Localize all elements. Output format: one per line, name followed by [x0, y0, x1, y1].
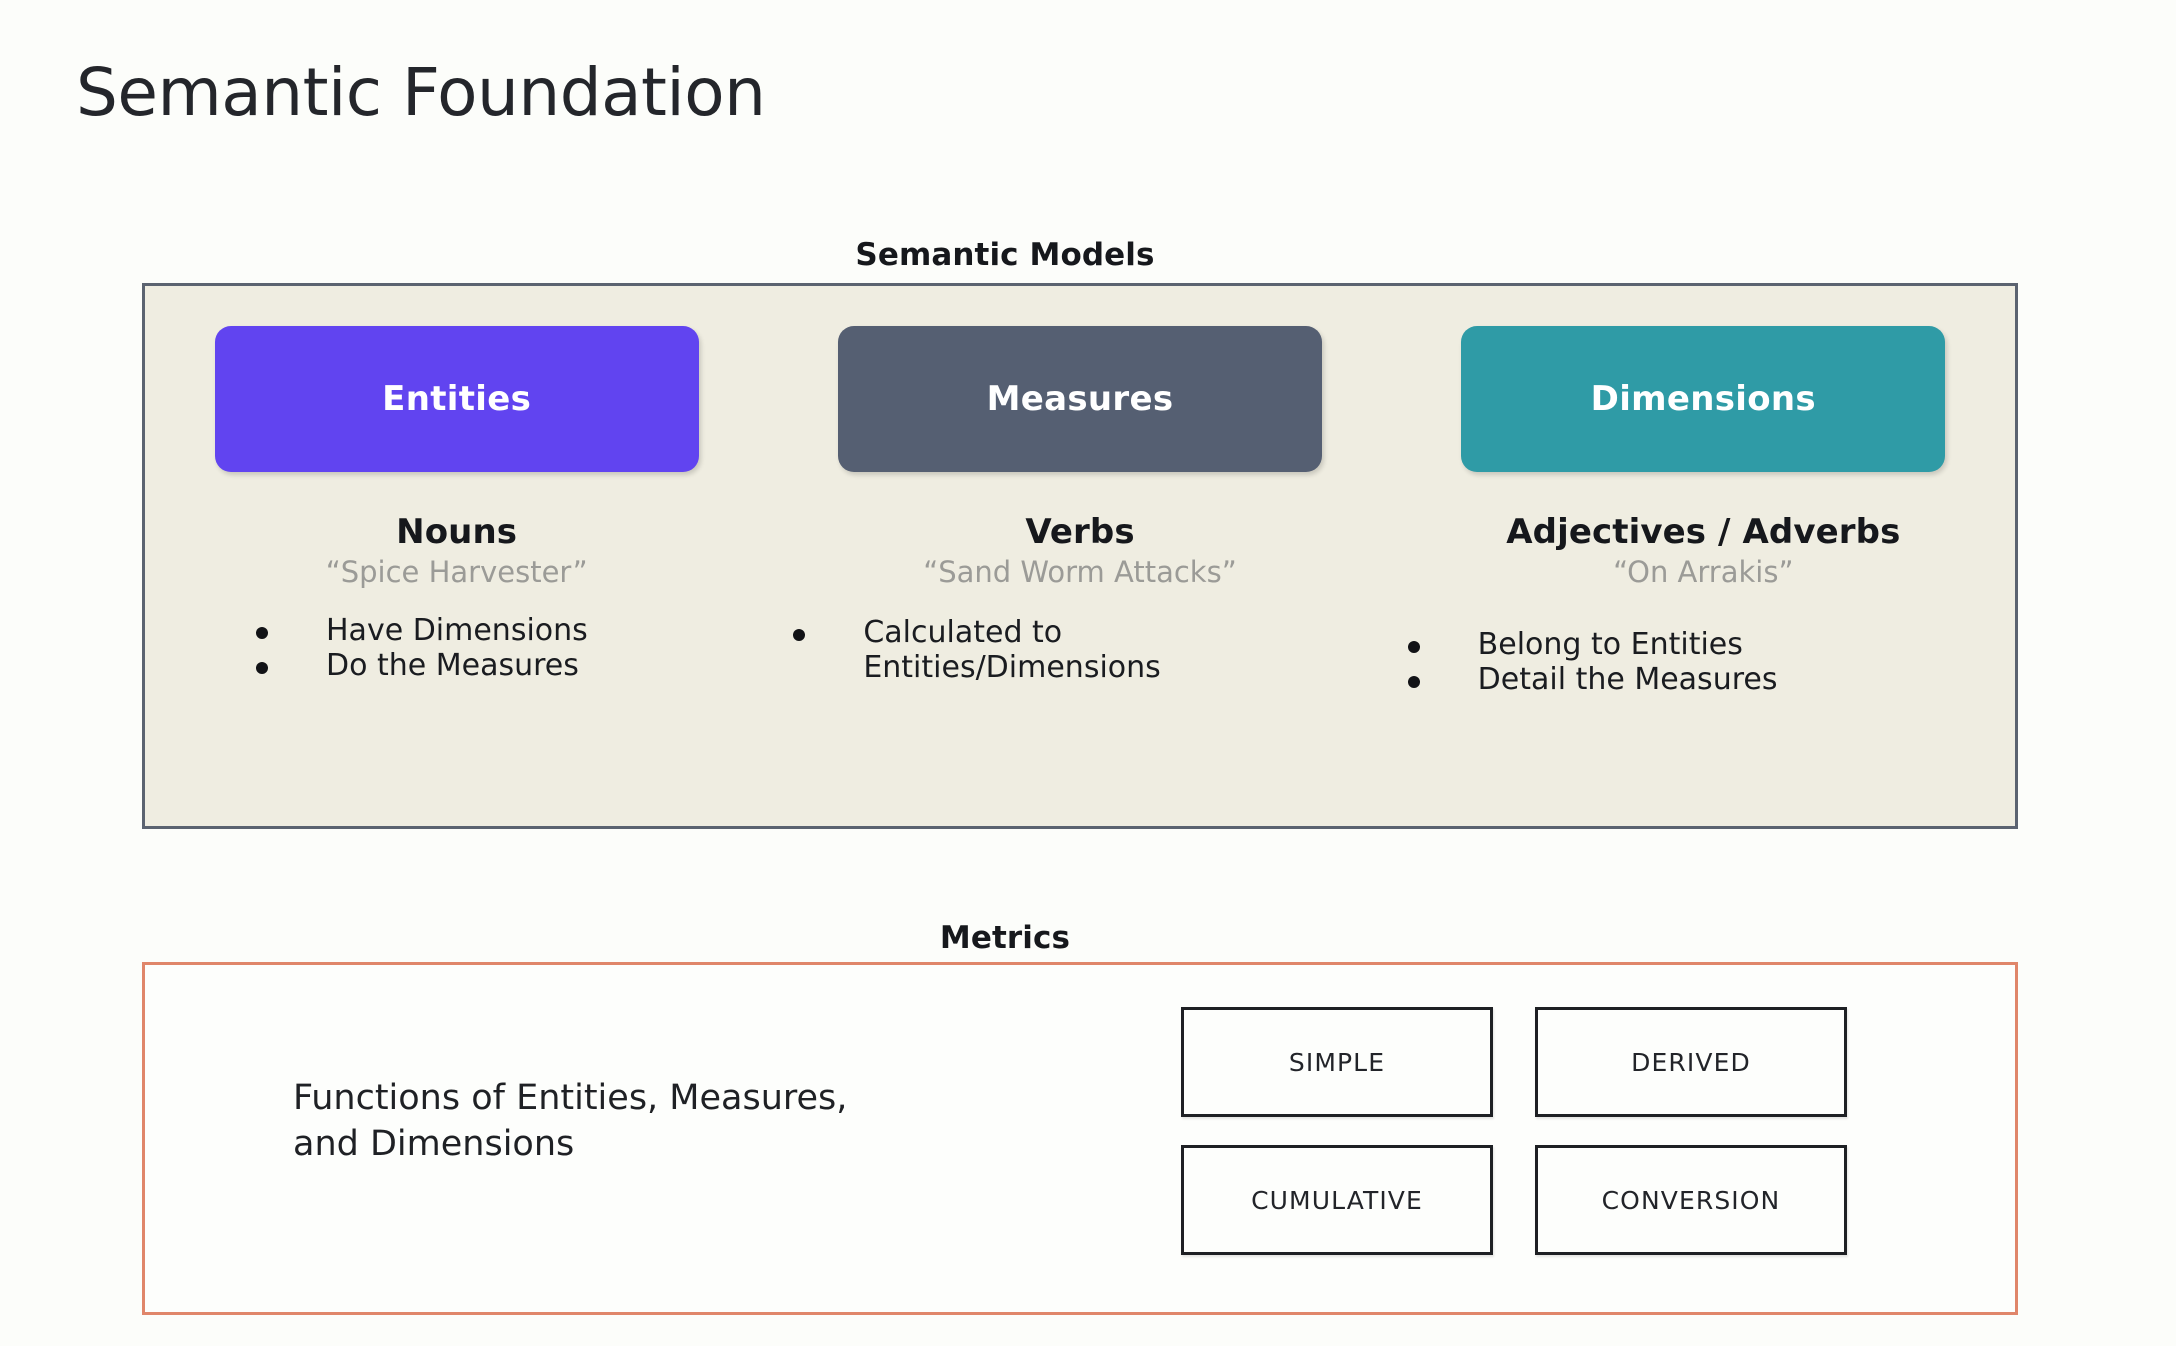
measures-example: “Sand Worm Attacks” [923, 554, 1237, 589]
bullet-dot-icon [256, 626, 268, 639]
metric-type-grid: SIMPLE DERIVED CUMULATIVE CONVERSION [1181, 1007, 1847, 1255]
metrics-heading: Metrics [939, 920, 1071, 956]
semantic-column-dimensions: Dimensions Adjectives / Adverbs “On Arra… [1392, 286, 2015, 826]
metrics-panel: Functions of Entities, Measures, and Dim… [142, 962, 2018, 1315]
list-item: Detail the Measures [1407, 661, 1778, 697]
dimensions-bullet-list: Belong to Entities Detail the Measures [1376, 627, 2031, 698]
entities-example: “Spice Harvester” [325, 554, 588, 589]
dimensions-part-of-speech: Adjectives / Adverbs [1506, 512, 1901, 552]
entities-pill[interactable]: Entities [214, 326, 699, 472]
semantic-column-entities: Entities Nouns “Spice Harvester” Have Di… [145, 286, 768, 826]
bullet-label: Detail the Measures [1477, 661, 1778, 697]
bullet-label: Do the Measures [326, 647, 579, 683]
metric-type-derived[interactable]: DERIVED [1535, 1007, 1847, 1117]
semantic-models-heading: Semantic Models [855, 237, 1155, 273]
bullet-dot-icon [793, 628, 806, 641]
dimensions-pill[interactable]: Dimensions [1461, 326, 1946, 472]
metric-type-conversion[interactable]: CONVERSION [1535, 1145, 1847, 1255]
entities-bullet-list: Have Dimensions Do the Measures [34, 613, 879, 684]
entities-part-of-speech: Nouns [396, 512, 518, 552]
dimensions-example: “On Arrakis” [1613, 554, 1794, 589]
list-item: Calculated to Entities/Dimensions [793, 614, 1161, 686]
list-item: Belong to Entities [1407, 626, 1743, 662]
page-title: Semantic Foundation [76, 54, 766, 131]
measures-pill[interactable]: Measures [837, 326, 1322, 472]
semantic-models-columns: Entities Nouns “Spice Harvester” Have Di… [145, 286, 2015, 826]
metric-type-cumulative[interactable]: CUMULATIVE [1181, 1145, 1493, 1255]
list-item: Do the Measures [256, 648, 579, 683]
bullet-label: Calculated to Entities/Dimensions [863, 614, 1161, 685]
metric-type-simple[interactable]: SIMPLE [1181, 1007, 1493, 1117]
list-item: Have Dimensions [256, 613, 588, 648]
semantic-models-panel: Entities Nouns “Spice Harvester” Have Di… [142, 283, 2018, 829]
semantic-column-measures: Measures Verbs “Sand Worm Attacks” Calcu… [768, 286, 1391, 826]
metrics-description: Functions of Entities, Measures, and Dim… [293, 1078, 848, 1165]
bullet-dot-icon [256, 661, 268, 674]
bullet-label: Belong to Entities [1477, 626, 1743, 662]
bullet-dot-icon [1407, 675, 1420, 688]
measures-part-of-speech: Verbs [1025, 512, 1135, 552]
bullet-dot-icon [1407, 640, 1420, 653]
measures-bullet-list: Calculated to Entities/Dimensions [743, 615, 1416, 686]
bullet-label: Have Dimensions [326, 612, 588, 648]
